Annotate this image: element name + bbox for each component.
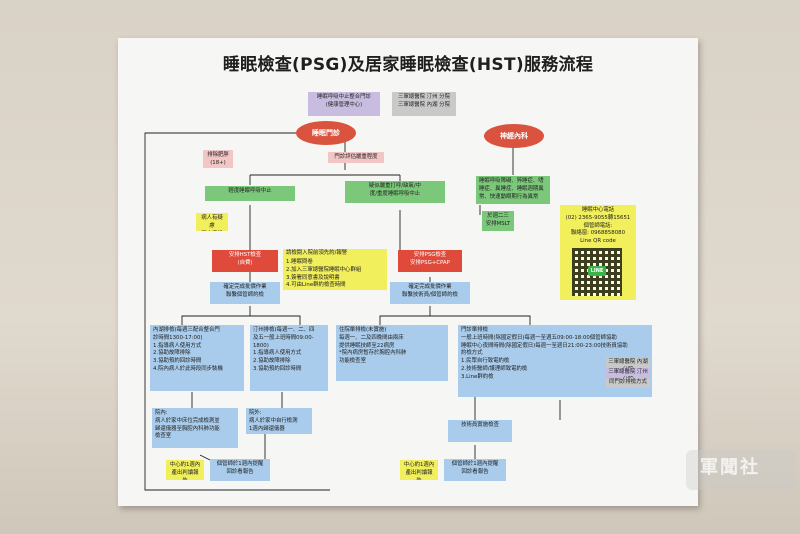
node-branch-same: 同門診排檢方式 — [606, 378, 650, 388]
node-branch-neihu: 三軍總醫院 內湖 分院 — [606, 358, 650, 368]
qr-panel: LINE — [560, 244, 636, 300]
node-notes-list: 1.睡眠問卷 2.加入三軍總醫院睡眠中心群組 3.簽署同意書及說明書 4.可由L… — [283, 258, 387, 290]
node-moderate: 疑似嚴重打呼/缺氧/中 度/重度睡眠呼吸中止 — [345, 181, 445, 203]
node-clinic-eval: 門診評估嚴重程度 — [328, 152, 384, 163]
node-neuro-detail: 睡眠呼吸障礙、猝睡症、嗜 睡症、異睡症、睡眠週期異 常、快速動眼期行為異常 — [476, 176, 550, 204]
node-mslt: 於週二三 安排MSLT — [482, 211, 514, 231]
line-logo-icon: LINE — [588, 266, 606, 276]
node-exclude: 排除肥胖 (18+) — [203, 150, 233, 168]
node-neihu-schedule: 內湖排檢(每週三配合整合門 診時間1300-17:00) 1.指導病人使用方式 … — [150, 325, 244, 391]
node-in-hospital: 院內: 病人於家中床位完成檢測並 歸還儀器至胸腔內科肺功能 檢查室 — [152, 408, 238, 448]
node-hst-book: 安排HST檢查 (自費) — [212, 250, 278, 272]
node-sleep-clinic: 睡眠門診 — [296, 121, 356, 145]
watermark-seal — [686, 450, 796, 490]
node-neurology: 神經內科 — [484, 124, 544, 148]
node-copay: 病人有疑慮 可自費操作 — [196, 213, 228, 231]
node-inpatient: 住院單排檢(未實施) 每週一、二及四晚間由兩床 提供睡眠技師至22病房 *院內病… — [336, 325, 448, 381]
node-tech-check: 技術員實施檢查 — [448, 420, 512, 442]
node-psg-book: 安排PSG檢查 安排PSG+CPAP — [398, 250, 462, 272]
node-branch-tingzhou: 三軍總醫院 汀州 分院 — [606, 368, 650, 378]
node-report-d: 個管師於1週內提醒 回診看報告 — [444, 459, 506, 481]
node-mild: 輕度睡眠呼吸中止 — [205, 186, 295, 201]
watermark: 軍聞社 — [700, 457, 760, 478]
node-psg-notes: 請檢閱入院前須先約/報警 — [283, 249, 387, 259]
node-report-b: 個管師於1週內提醒 回診看報告 — [210, 459, 270, 481]
node-out-hospital: 院外: 病人於家中自行檢測 1週內歸還儀器 — [246, 408, 312, 434]
node-report-a: 中心約1週內 產出判讀報告 — [166, 460, 204, 480]
poster-title: 睡眠檢查(PSG)及居家睡眠檢查(HST)服務流程 — [222, 55, 594, 75]
node-hst-confirm: 確定完成批價作業 聯繫個管師約檢 — [210, 282, 280, 304]
node-tingzhou-schedule: 汀州排檢(每週一、二、四 及五一般上班時間09:00- 1800) 1.指導病人… — [250, 325, 328, 391]
legend-left: 睡眠呼吸中止整合門診 (健康管理中心) — [308, 92, 380, 116]
legend-right: 三軍總醫院 汀州 分院 三軍總醫院 內湖 分院 — [392, 92, 456, 116]
node-report-c: 中心約1週內 產出判讀報告 — [400, 460, 438, 480]
node-psg-confirm: 確定完成批價作業 聯繫技術員/個管師約檢 — [390, 282, 470, 304]
